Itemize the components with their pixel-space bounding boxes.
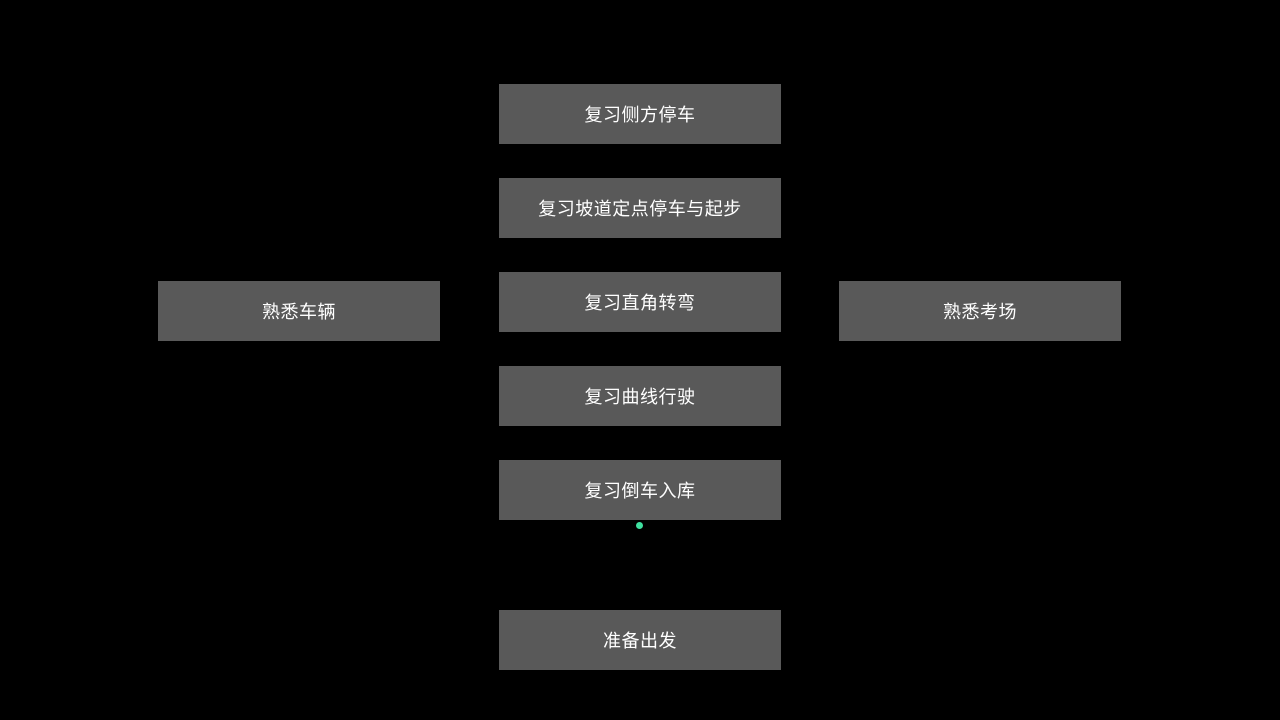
- cursor-dot-icon: [636, 522, 643, 529]
- review-slope-stop-start-button[interactable]: 复习坡道定点停车与起步: [499, 178, 781, 238]
- review-right-angle-turn-button[interactable]: 复习直角转弯: [499, 272, 781, 332]
- review-right-angle-turn-label: 复习直角转弯: [584, 293, 696, 314]
- review-slope-stop-start-label: 复习坡道定点停车与起步: [538, 199, 742, 220]
- prepare-to-depart-label: 准备出发: [603, 631, 677, 652]
- review-reverse-parking-button[interactable]: 复习倒车入库: [499, 460, 781, 520]
- review-parallel-parking-label: 复习侧方停车: [584, 105, 696, 126]
- review-parallel-parking-button[interactable]: 复习侧方停车: [499, 84, 781, 144]
- review-curve-driving-label: 复习曲线行驶: [584, 387, 696, 408]
- familiarize-vehicle-button[interactable]: 熟悉车辆: [158, 281, 440, 341]
- familiarize-test-field-button[interactable]: 熟悉考场: [839, 281, 1121, 341]
- review-reverse-parking-label: 复习倒车入库: [584, 481, 696, 502]
- familiarize-test-field-label: 熟悉考场: [943, 302, 1017, 323]
- familiarize-vehicle-label: 熟悉车辆: [262, 302, 336, 323]
- review-curve-driving-button[interactable]: 复习曲线行驶: [499, 366, 781, 426]
- prepare-to-depart-button[interactable]: 准备出发: [499, 610, 781, 670]
